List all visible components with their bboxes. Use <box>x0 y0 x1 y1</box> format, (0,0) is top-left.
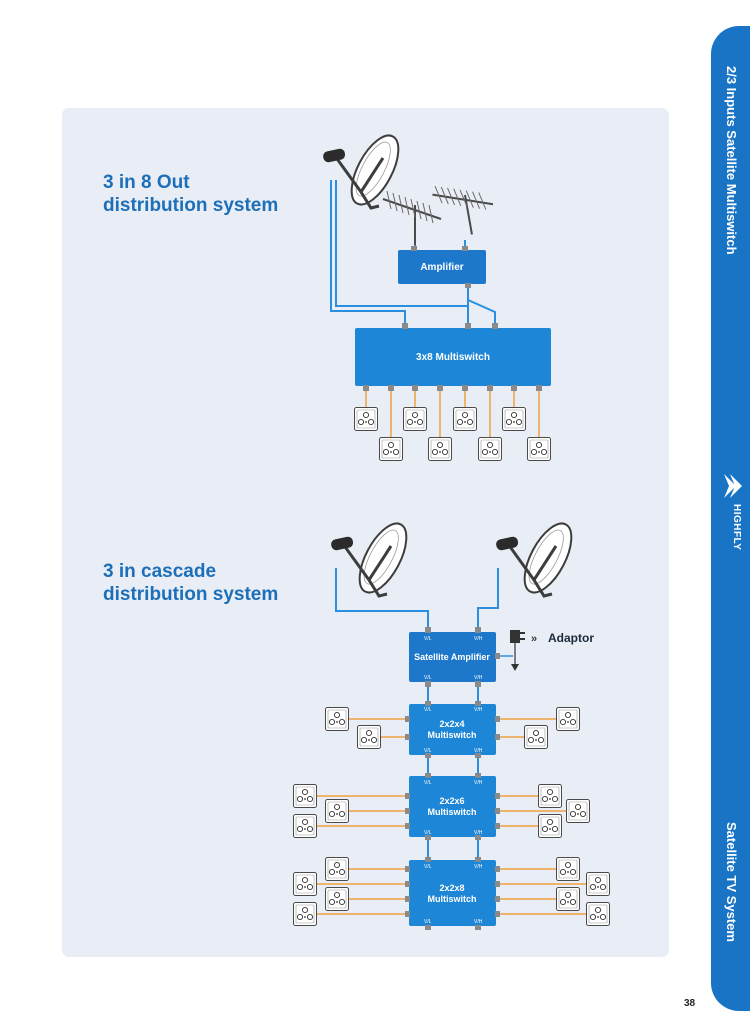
wall-socket-icon <box>453 407 477 431</box>
wall-socket-icon <box>586 902 610 926</box>
page-number: 38 <box>684 998 696 1009</box>
wall-socket-icon <box>556 857 580 881</box>
power-plug-icon <box>510 630 520 643</box>
port-label: V/H <box>474 780 483 786</box>
tv-antenna-icon <box>382 190 442 246</box>
double-chevron-icon: » <box>531 633 537 645</box>
port-label: V/H <box>474 864 483 870</box>
wall-socket-icon <box>566 799 590 823</box>
satellite-dish-icon <box>328 514 418 602</box>
heading-line: 3 in cascade <box>103 561 217 582</box>
ms2-output-cables <box>317 795 566 827</box>
heading-line: distribution system <box>103 195 279 216</box>
heading-line: distribution system <box>103 584 279 605</box>
wall-socket-icon <box>293 784 317 808</box>
satellite-amplifier-label: Satellite Amplifier <box>414 652 490 662</box>
section1-outputs <box>363 385 542 437</box>
wall-socket-icon <box>524 725 548 749</box>
wall-socket-icon <box>538 784 562 808</box>
multiswitch-2x2x8-box: V/L V/H V/L V/H 2x2x8 Multiswitch <box>409 860 496 926</box>
ms3-output-cables <box>317 868 586 915</box>
wall-socket-icon <box>325 799 349 823</box>
port-label: V/H <box>474 919 483 925</box>
sidebar-tab <box>711 26 750 1011</box>
wall-socket-icon <box>502 407 526 431</box>
port-label: V/L <box>424 919 432 925</box>
port-label: V/L <box>424 636 432 642</box>
connector-ports <box>405 701 500 930</box>
wall-socket-icon <box>556 887 580 911</box>
wall-socket-icon <box>428 437 452 461</box>
wall-socket-icon <box>357 725 381 749</box>
port-label: V/H <box>474 830 483 836</box>
port-label: V/L <box>424 707 432 713</box>
multiswitch-2x2x4-box: V/L V/H V/L V/H 2x2x4 Multiswitch <box>409 704 496 755</box>
wall-socket-icon <box>325 887 349 911</box>
wall-socket-icon <box>293 872 317 896</box>
port-label: V/L <box>424 748 432 754</box>
wall-socket-icon <box>586 872 610 896</box>
wall-socket-icon <box>556 707 580 731</box>
highfly-logo-icon <box>724 474 742 498</box>
port-label: V/H <box>474 748 483 754</box>
port-label: V/H <box>474 636 483 642</box>
multiswitch-2x2x6-box: V/L V/H V/L V/H 2x2x6 Multiswitch <box>409 776 496 837</box>
multiswitch-label: 2x2x8 <box>439 883 464 893</box>
adaptor-label: Adaptor <box>548 631 594 645</box>
port-label: V/H <box>474 707 483 713</box>
heading-line: 3 in 8 Out <box>103 172 190 193</box>
heading-cascade: 3 in cascade distribution system <box>103 560 278 606</box>
highfly-logo: HIGHFLY <box>718 470 748 570</box>
wall-socket-icon <box>354 407 378 431</box>
wall-socket-icon <box>403 407 427 431</box>
heading-3-in-8-out: 3 in 8 Out distribution system <box>103 171 278 217</box>
ms1-output-cables <box>349 718 556 738</box>
port-label: V/L <box>424 864 432 870</box>
multiswitch-label: 2x2x6 <box>439 796 464 806</box>
satellite-dish-icon <box>493 514 583 602</box>
wall-socket-icon <box>478 437 502 461</box>
wall-socket-icon <box>538 814 562 838</box>
wall-socket-icon <box>293 814 317 838</box>
port-label: V/L <box>424 830 432 836</box>
amplifier-label: Amplifier <box>420 262 463 273</box>
amplifier-box: Amplifier <box>398 246 486 288</box>
wall-socket-icon <box>325 857 349 881</box>
port-label: V/L <box>424 675 432 681</box>
multiswitch-label: Multiswitch <box>428 730 477 740</box>
multiswitch-label: 2x2x4 <box>439 719 464 729</box>
wall-socket-icon <box>527 437 551 461</box>
tv-antenna-icon <box>430 175 499 241</box>
port-label: V/L <box>424 780 432 786</box>
satellite-amplifier-box: V/L V/H V/L V/H Satellite Amplifier <box>409 627 500 687</box>
port-label: V/H <box>474 675 483 681</box>
multiswitch-label: Multiswitch <box>428 807 477 817</box>
multiswitch-label: Multiswitch <box>428 894 477 904</box>
multiswitch-3x8-box: 3x8 Multiswitch <box>355 323 551 386</box>
adaptor: » Adaptor <box>500 630 594 671</box>
multiswitch-label: 3x8 Multiswitch <box>416 352 490 363</box>
wall-socket-icon <box>325 707 349 731</box>
wall-socket-icon <box>379 437 403 461</box>
wall-socket-icon <box>293 902 317 926</box>
